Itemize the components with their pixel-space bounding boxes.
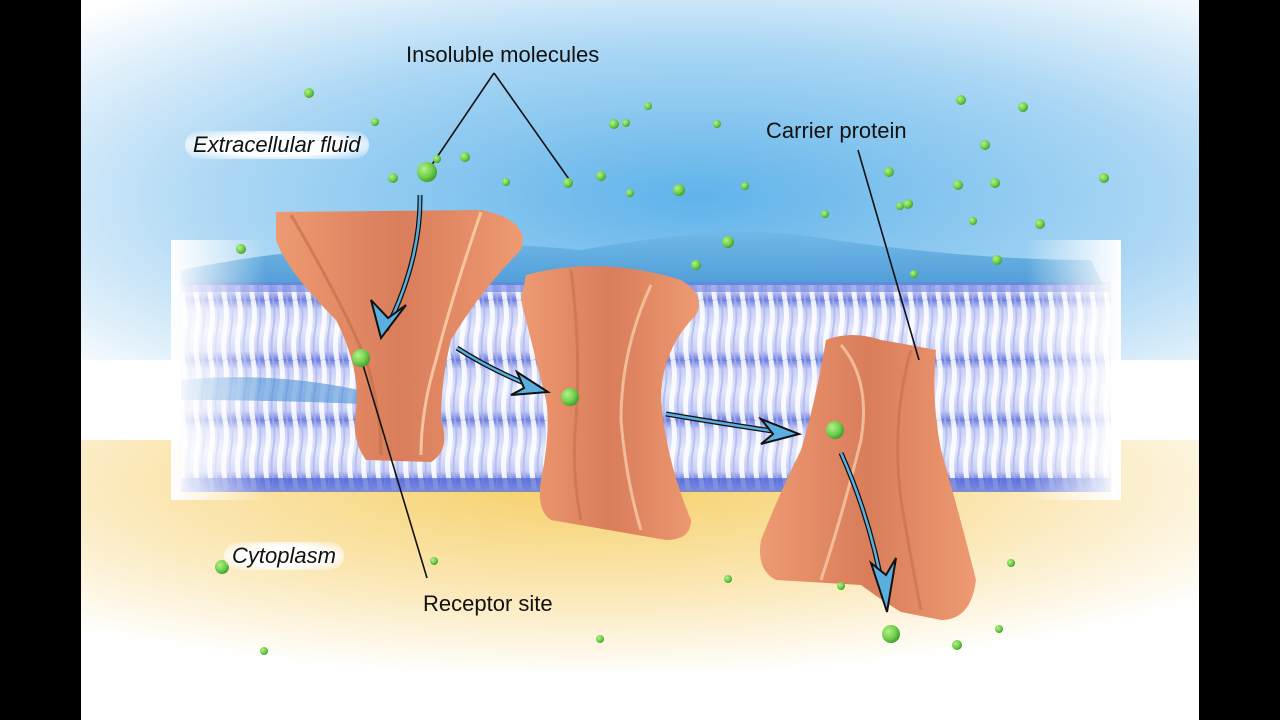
released-molecule: [882, 625, 900, 643]
process-arrows: [370, 194, 897, 613]
label-receptor-site: Receptor site: [423, 591, 553, 616]
leader-insoluble-left: [430, 72, 495, 167]
diagram-canvas: Insoluble molecules Extracellular fluid …: [81, 0, 1199, 720]
label-extracellular-fluid: Extracellular fluid: [185, 131, 369, 159]
carrier-protein-2: [521, 266, 699, 540]
insoluble-molecules: [215, 88, 1109, 655]
leader-lines: [362, 72, 920, 579]
carrier-protein-3: [760, 335, 976, 620]
membrane-illustration: [81, 0, 1199, 720]
label-cytoplasm: Cytoplasm: [224, 542, 344, 570]
leader-receptor-site: [362, 364, 428, 579]
leader-carrier-protein: [857, 149, 920, 361]
label-insoluble-molecules: Insoluble molecules: [406, 42, 600, 67]
leader-insoluble-right: [493, 72, 572, 183]
bound-molecule-protein-1: [352, 349, 370, 367]
label-carrier-protein: Carrier protein: [766, 118, 907, 143]
bound-molecule-protein-2: [561, 388, 579, 406]
bound-molecule-protein-3: [826, 421, 844, 439]
